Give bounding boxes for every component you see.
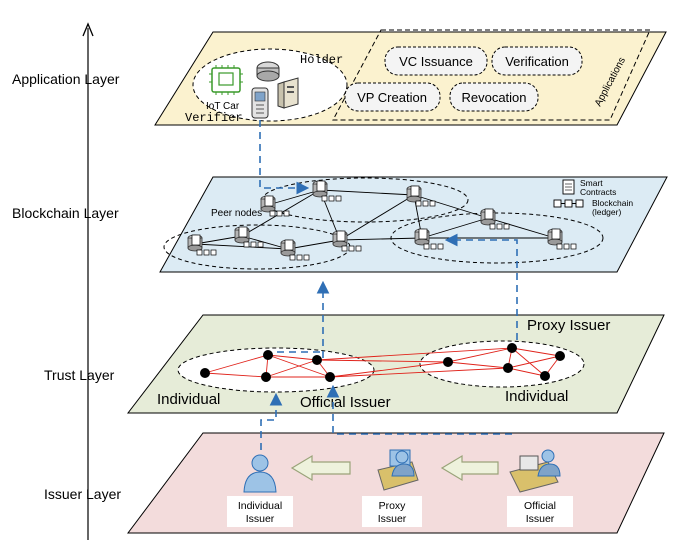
- official-issuer-icon: [509, 449, 561, 493]
- app-pill-vc-issuance: VC Issuance: [384, 46, 488, 76]
- app-vc-issuance-label: VC Issuance: [399, 54, 473, 69]
- trust-edge: [267, 354, 331, 378]
- peer-node: [260, 195, 290, 217]
- peer-cluster-right: [390, 212, 604, 264]
- trust-node: [540, 371, 550, 381]
- holder-verifier-group: [192, 48, 348, 122]
- official-issuer-label: Official Issuer: [300, 394, 391, 411]
- individual-issuer-icon: [243, 454, 277, 493]
- iot-chip-icon: [209, 65, 243, 95]
- trust-node: [312, 355, 322, 365]
- peer-node: [234, 226, 264, 248]
- official-issuer-line1: Official: [524, 500, 556, 512]
- issuer-layer-label: Issuer Layer: [44, 486, 121, 502]
- router-icon: [256, 61, 280, 82]
- trust-cluster-left: [177, 347, 375, 393]
- legend-smart-line1: Smart: [580, 178, 603, 188]
- trust-edge: [511, 347, 546, 377]
- trust-edge: [265, 359, 318, 378]
- blockchain-layer-label: Blockchain Layer: [12, 205, 119, 221]
- peer-node: [547, 228, 577, 250]
- proxy-issuer-line1: Proxy: [379, 500, 407, 512]
- trust-node: [443, 357, 453, 367]
- peer-node: [414, 228, 444, 250]
- application-layer-label: Application Layer: [12, 71, 120, 87]
- peer-node: [280, 239, 310, 261]
- trust-edge: [329, 367, 509, 378]
- official-issuer-line2: Issuer: [526, 513, 555, 525]
- app-verification-label: Verification: [505, 54, 569, 69]
- individual-left-label: Individual: [157, 391, 220, 408]
- legend-chain-line2: (ledger): [592, 207, 621, 217]
- phone-icon: [251, 87, 269, 119]
- verifier-label: Verifier: [185, 111, 243, 125]
- applications-region: [332, 29, 651, 121]
- trust-layer-label: Trust Layer: [44, 367, 115, 383]
- proxy-to-blockchain-arrow: [444, 233, 518, 340]
- trust-node: [200, 368, 210, 378]
- trust-edge: [316, 359, 449, 363]
- trust-edge: [447, 347, 513, 363]
- trust-node: [555, 351, 565, 361]
- peer-network-edges: [194, 189, 556, 250]
- app-revocation-label: Revocation: [461, 90, 526, 105]
- server-icon: [277, 77, 299, 109]
- individual-issuer-line1: Individual: [238, 500, 282, 512]
- app-pill-verification: Verification: [491, 46, 583, 76]
- app-to-blockchain-arrow: [259, 120, 310, 195]
- individual-issuer-to-trust-arrow: [260, 392, 283, 450]
- trust-edge: [204, 354, 269, 374]
- trust-edge: [447, 361, 509, 369]
- official-to-proxy-arrow: [440, 454, 499, 482]
- proxy-issuer-icon: [377, 449, 419, 491]
- peer-node: [406, 185, 436, 207]
- blockchain-legend: Smart Contracts Blockchain (ledger): [553, 178, 633, 217]
- trust-edge: [507, 355, 561, 369]
- trust-node: [263, 350, 273, 360]
- trust-edge: [316, 347, 513, 361]
- legend-chain-line1: Blockchain: [592, 198, 633, 208]
- trust-node: [261, 372, 271, 382]
- peer-nodes-label: Peer nodes: [211, 208, 262, 219]
- trust-edge: [204, 372, 267, 378]
- proxy-issuer-label: Proxy Issuer: [527, 317, 610, 334]
- legend-smart-line2: Contracts: [580, 187, 616, 197]
- app-pill-revocation: Revocation: [449, 82, 539, 112]
- holder-label: Holder: [300, 53, 343, 67]
- proxy-issuer-line2: Issuer: [378, 513, 407, 525]
- trust-node: [507, 343, 517, 353]
- peer-nodes: [187, 180, 577, 261]
- trust-node: [325, 372, 335, 382]
- trust-node: [503, 363, 513, 373]
- app-vp-creation-label: VP Creation: [357, 90, 427, 105]
- peer-node: [312, 180, 342, 202]
- vertical-axis-arrowhead: [82, 22, 94, 37]
- peer-node: [187, 234, 217, 256]
- proxy-to-individual-arrow: [290, 454, 351, 482]
- trust-edge: [267, 354, 318, 361]
- trust-network-nodes: [200, 343, 565, 382]
- trust-edge: [507, 367, 546, 377]
- individual-issuer-line2: Issuer: [246, 513, 275, 525]
- ledger-chain-icon: [553, 199, 584, 208]
- proxy-issuer-label-box: [362, 496, 422, 527]
- dashed-flow-arrows: [259, 120, 518, 450]
- peer-node: [480, 208, 510, 230]
- individual-issuer-label-box: [227, 496, 293, 527]
- app-pill-vp-creation: VP Creation: [344, 82, 441, 112]
- individual-right-label: Individual: [505, 388, 568, 405]
- trust-edge: [511, 347, 561, 357]
- peer-node: [332, 230, 362, 252]
- official-issuer-label-box: [507, 496, 573, 527]
- iot-car-label: IoT Car: [206, 101, 240, 112]
- trust-edge: [329, 361, 449, 378]
- official-issuer-to-trust-arrow: [326, 384, 512, 435]
